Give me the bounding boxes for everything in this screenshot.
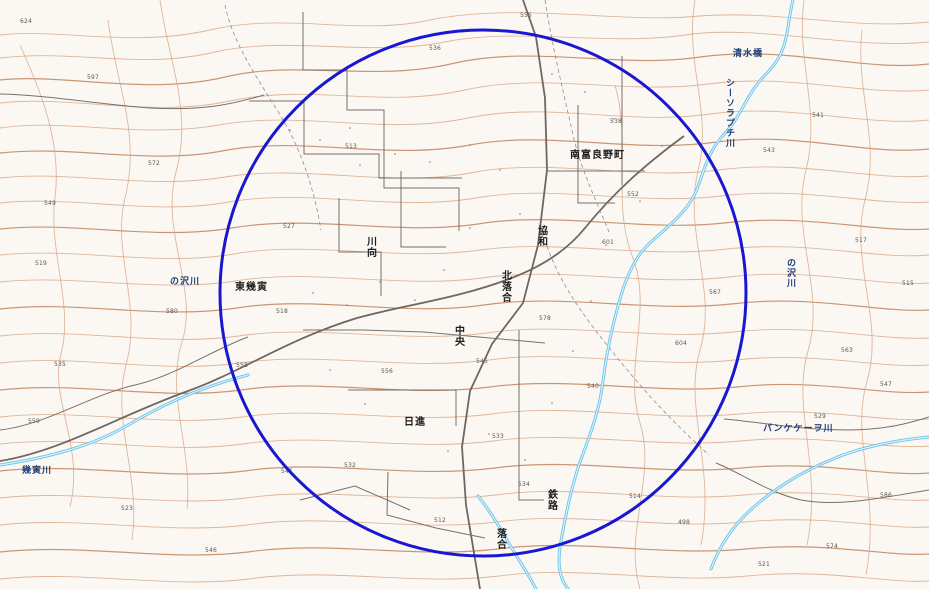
label-chuo: 中央: [453, 324, 465, 347]
elevation-label: 572: [148, 160, 160, 167]
elevation-label: 533: [492, 433, 504, 440]
label-ochiai-bottom: 落合: [495, 527, 508, 550]
label-kawamukai: 川向: [365, 236, 378, 258]
elevation-label: 552: [627, 191, 639, 198]
elevation-label: 535: [54, 361, 66, 368]
elevation-label: 559: [28, 418, 40, 425]
elevation-label: 523: [121, 505, 133, 512]
elevation-label: 546: [205, 547, 217, 554]
elevation-label: 547: [880, 381, 892, 388]
elevation-label: 545: [476, 358, 488, 365]
elevation-label: 549: [44, 200, 56, 207]
elevation-label: 586: [880, 492, 892, 499]
elevation-label: 567: [709, 289, 721, 296]
label-tofusan: 東幾寅: [235, 280, 268, 293]
label-no-sawa-left: の沢川: [170, 275, 200, 287]
elevation-label: 521: [758, 561, 770, 568]
elevation-label: 527: [283, 223, 295, 230]
label-kita-ochiai: 北落合: [500, 269, 513, 303]
label-shizurafutsu-river: シーソラプチ川: [724, 78, 736, 148]
elevation-label: 574: [826, 543, 838, 550]
elevation-label: 541: [281, 468, 293, 475]
elevation-label: 556: [381, 368, 393, 375]
elevation-label: 532: [344, 462, 356, 469]
elevation-label: 536: [429, 45, 441, 52]
elevation-label: 563: [841, 347, 853, 354]
elevation-label: 580: [166, 308, 178, 315]
elevation-label: 543: [763, 147, 775, 154]
label-railway: 鉄路: [546, 488, 558, 511]
selection-circle[interactable]: [218, 28, 748, 558]
elevation-label: 538: [610, 118, 622, 125]
label-pankekeura-river: パンケケーヲ川: [763, 422, 833, 434]
place-labels: 南富良野町 北落合 協和 中央 日進 川向 東幾寅 の沢川 の沢川 シーソラプチ…: [22, 47, 833, 550]
elevation-label: 601: [602, 239, 614, 246]
elevation-label: 512: [434, 517, 446, 524]
elevation-label: 624: [20, 18, 32, 25]
elevation-label: 498: [678, 519, 690, 526]
elevation-label: 578: [539, 315, 551, 322]
elevation-label: 515: [902, 280, 914, 287]
selection-circle-group[interactable]: [218, 28, 748, 558]
label-ikutora-river: 幾寅川: [22, 464, 52, 476]
elevation-label: 558: [236, 362, 248, 369]
elevation-label: 514: [629, 493, 641, 500]
elevation-label: 604: [675, 340, 687, 347]
label-shimizu-bridge: 清水橋: [733, 47, 763, 59]
elevation-label: 597: [87, 74, 99, 81]
elevation-label: 555: [520, 12, 532, 19]
farm-field-dots: [289, 73, 663, 461]
elevation-label: 541: [812, 112, 824, 119]
label-minami-furano: 南富良野町: [570, 148, 625, 161]
label-kyowa: 協和: [536, 224, 549, 247]
elevation-label: 519: [35, 260, 47, 267]
label-no-sawa-right: の沢川: [785, 258, 797, 288]
label-nissin: 日進: [404, 415, 426, 428]
elevation-label: 529: [814, 413, 826, 420]
elevation-label: 540: [587, 383, 599, 390]
elevation-label: 517: [855, 237, 867, 244]
elevation-label: 518: [276, 308, 288, 315]
elevation-label: 513: [345, 143, 357, 150]
elevation-label: 534: [518, 481, 530, 488]
elevation-labels: 624 597 572 549 519 535 559 523 546 541 …: [20, 12, 914, 568]
